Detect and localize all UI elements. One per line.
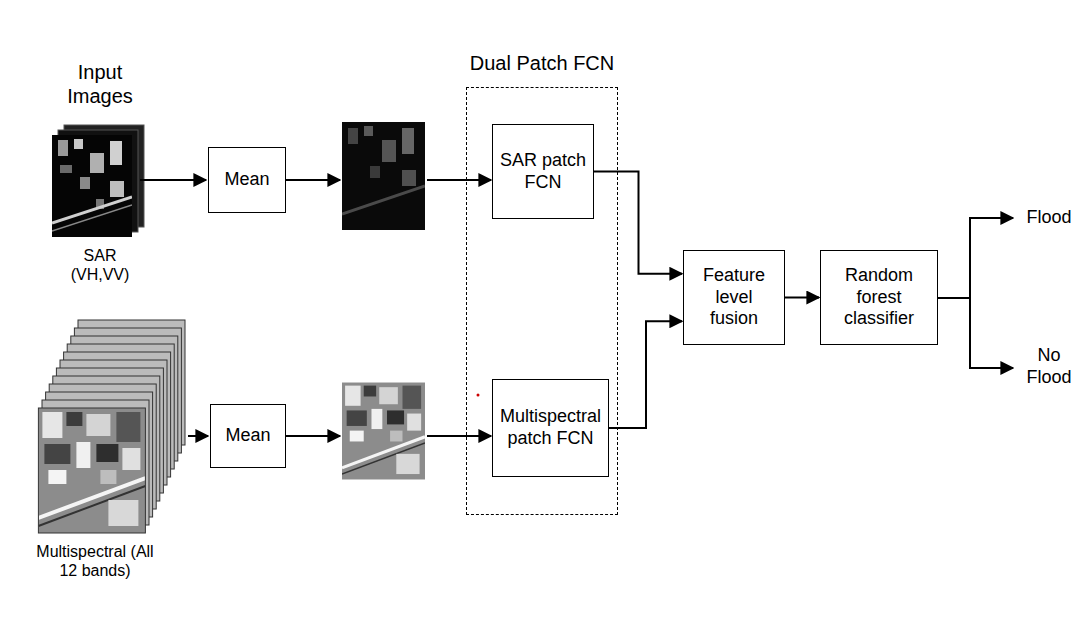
process-box: Random forest classifier [820,250,938,345]
process-box: Mean [208,147,286,213]
box-label: Random forest classifier [827,265,931,330]
box-label: SAR patch FCN [499,150,587,193]
process-box: SAR patch FCN [492,124,594,219]
output-label: No Flood [1020,345,1078,388]
flow-arrow [785,297,819,299]
flow-arrow [594,172,682,274]
group-box: Dual Patch FCNSAR patch FCNMultispectral… [466,87,618,515]
box-label: Multispectral patch FCN [499,406,602,449]
output-label: Flood [1020,207,1078,229]
input-caption: Multispectral (All 12 bands) [36,542,154,580]
flow-arrow [609,321,682,428]
process-box: Mean [210,404,286,468]
process-box: Feature level fusion [683,250,785,345]
input-caption: SAR (VH,VV) [62,246,138,284]
group-heading: Dual Patch FCN [447,52,637,75]
process-box: Multispectral patch FCN [492,379,609,477]
box-label: Feature level fusion [690,265,778,330]
panel-heading: Input Images [55,60,145,108]
box-label: Mean [215,169,279,191]
box-label: Mean [217,425,279,447]
